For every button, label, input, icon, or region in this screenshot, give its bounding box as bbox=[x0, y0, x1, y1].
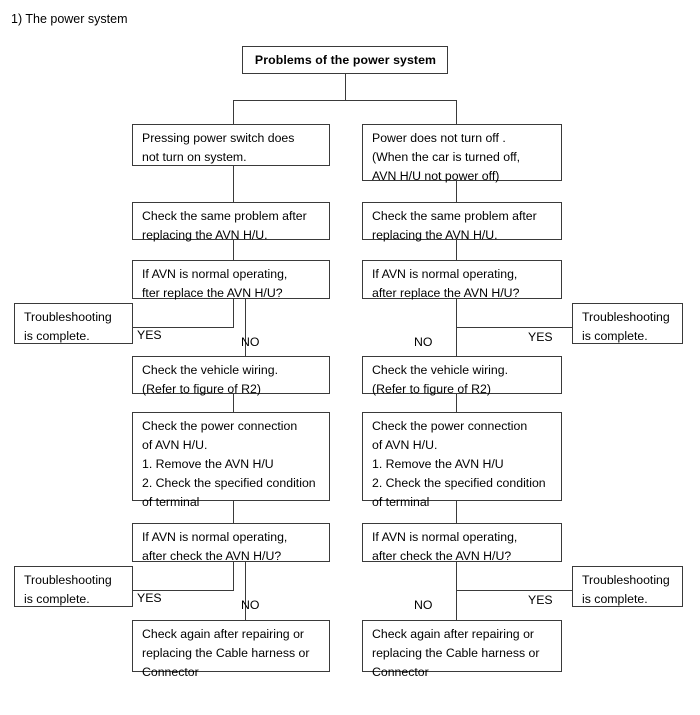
connector-left-leg bbox=[233, 100, 234, 124]
node-right-check-replace: Check the same problem after replacing t… bbox=[362, 202, 562, 242]
node-root-problems: Problems of the power system bbox=[242, 46, 448, 74]
connector-left-dec2-stem bbox=[233, 562, 234, 590]
label-left-no-2: NO bbox=[241, 598, 260, 612]
connector-right-dec2-no bbox=[456, 562, 457, 620]
connector-left-dec1-yes bbox=[133, 327, 234, 328]
label-left-no-1: NO bbox=[241, 335, 260, 349]
page-title: 1) The power system bbox=[11, 12, 128, 26]
node-right-power-connection: Check the power connection of AVN H/U. 1… bbox=[362, 412, 562, 509]
connector-right-dec2-yes bbox=[456, 590, 573, 591]
connector-right-3 bbox=[456, 394, 457, 412]
connector-left-dec2-no bbox=[245, 562, 246, 620]
node-right-repair: Check again after repairing or replacing… bbox=[362, 620, 562, 679]
node-left-repair: Check again after repairing or replacing… bbox=[132, 620, 330, 679]
node-right-decision-1: If AVN is normal operating, after replac… bbox=[362, 260, 562, 300]
node-left-decision-1: If AVN is normal operating, fter replace… bbox=[132, 260, 330, 300]
label-right-yes-2: YES bbox=[528, 593, 553, 607]
connector-root-split bbox=[233, 100, 457, 101]
node-right-decision-2: If AVN is normal operating, after check … bbox=[362, 523, 562, 563]
label-right-no-2: NO bbox=[414, 598, 433, 612]
connector-right-leg bbox=[456, 100, 457, 124]
node-left-wiring: Check the vehicle wiring. (Refer to figu… bbox=[132, 356, 330, 396]
node-right-wiring: Check the vehicle wiring. (Refer to figu… bbox=[362, 356, 562, 396]
node-right-troubleshooting-complete-1: Troubleshooting is complete. bbox=[572, 303, 683, 344]
connector-left-dec2-yes bbox=[133, 590, 234, 591]
node-left-troubleshooting-complete-2: Troubleshooting is complete. bbox=[14, 566, 133, 607]
connector-right-2 bbox=[456, 240, 457, 260]
node-right-troubleshooting-complete-2: Troubleshooting is complete. bbox=[572, 566, 683, 607]
label-right-yes-1: YES bbox=[528, 330, 553, 344]
label-left-yes-1: YES bbox=[137, 328, 162, 342]
label-left-yes-2: YES bbox=[137, 591, 162, 605]
node-left-troubleshooting-complete-1: Troubleshooting is complete. bbox=[14, 303, 133, 344]
connector-left-dec1-stem bbox=[233, 299, 234, 327]
connector-left-4 bbox=[233, 501, 234, 523]
node-right-symptom: Power does not turn off . (When the car … bbox=[362, 124, 562, 183]
connector-left-3 bbox=[233, 394, 234, 412]
connector-right-1 bbox=[456, 181, 457, 202]
connector-root-stem bbox=[345, 74, 346, 100]
label-right-no-1: NO bbox=[414, 335, 433, 349]
connector-left-dec1-no bbox=[245, 299, 246, 356]
connector-left-1 bbox=[233, 166, 234, 202]
connector-left-2 bbox=[233, 240, 234, 260]
connector-right-dec1-yes bbox=[456, 327, 573, 328]
node-left-decision-2: If AVN is normal operating, after check … bbox=[132, 523, 330, 563]
node-left-symptom: Pressing power switch does not turn on s… bbox=[132, 124, 330, 166]
node-left-power-connection: Check the power connection of AVN H/U. 1… bbox=[132, 412, 330, 509]
node-left-check-replace: Check the same problem after replacing t… bbox=[132, 202, 330, 242]
connector-right-4 bbox=[456, 501, 457, 523]
